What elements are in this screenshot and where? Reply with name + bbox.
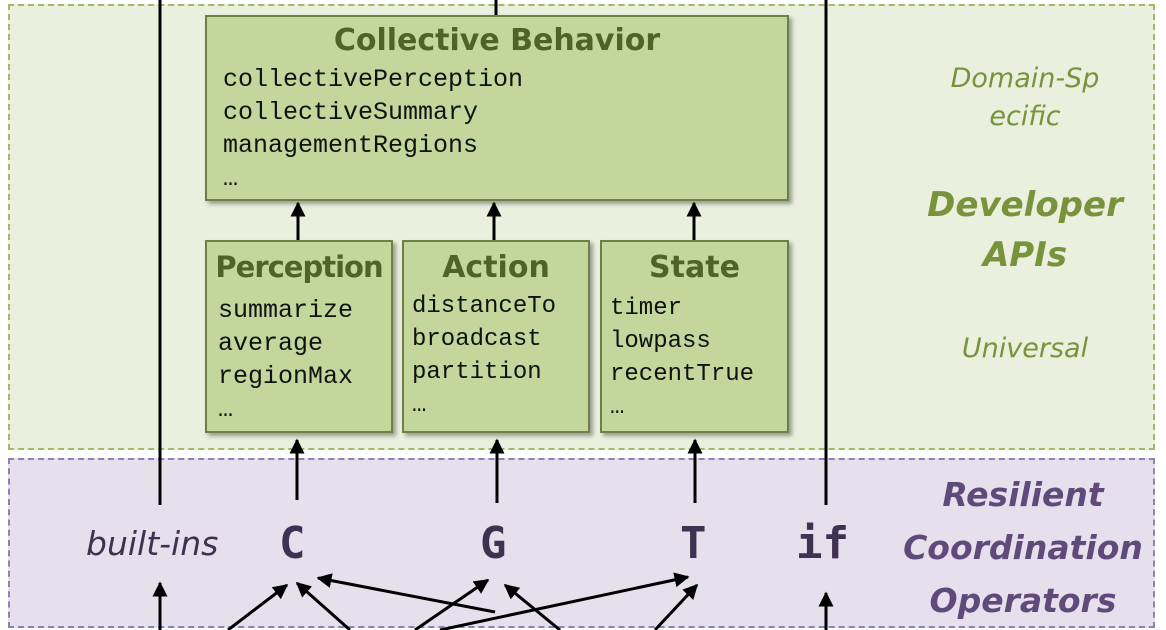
perception-list: summarize average regionMax … [218, 294, 353, 426]
list-item: … [412, 392, 427, 419]
developer-apis-title: Developer APIs [927, 185, 1123, 275]
arrow-into-g-right [503, 583, 561, 630]
domain-specific-label: Domain-Specific [930, 60, 1120, 136]
domain-specific-text: Domain-Specific [950, 63, 1100, 132]
perception-box: Perception summarize average regionMax … [205, 240, 393, 433]
list-item: … [610, 394, 625, 421]
arrow-into-t-short [653, 583, 699, 630]
arrow-into-t-long [439, 572, 690, 630]
action-box: Action distanceTo broadcast partition … [402, 240, 590, 433]
list-item: partition [412, 359, 542, 386]
collective-behavior-title: Collective Behavior [333, 23, 661, 58]
arrow-g-to-c [316, 573, 496, 614]
operator-c: C [279, 518, 306, 569]
list-item: summarize [218, 296, 354, 325]
list-item: regionMax [218, 362, 354, 391]
list-item: recentTrue [610, 361, 755, 388]
list-item: lowpass [610, 328, 711, 355]
builtins-label: built-ins [86, 524, 219, 563]
operators-layer-title: Resilient Coordination Operators [903, 475, 1143, 620]
state-title: State [649, 250, 740, 285]
list-item: average [218, 329, 324, 358]
list-item: managementRegions [223, 131, 479, 160]
action-title: Action [442, 250, 550, 285]
arrow-into-c-left [227, 583, 289, 630]
list-item: collectiveSummary [223, 98, 479, 127]
collective-behavior-box: Collective Behavior collectivePerception… [205, 15, 789, 201]
perception-title: Perception [215, 250, 383, 284]
list-item: timer [610, 295, 683, 322]
list-item: broadcast [412, 326, 542, 353]
operator-t: T [680, 518, 707, 569]
action-list: distanceTo broadcast partition … [412, 290, 556, 422]
list-item: … [223, 164, 239, 193]
arrow-into-c-right [295, 581, 351, 630]
state-list: timer lowpass recentTrue … [610, 292, 754, 424]
universal-label: Universal [961, 333, 1089, 364]
list-item: … [218, 395, 234, 424]
list-item: distanceTo [412, 293, 557, 320]
state-box: State timer lowpass recentTrue … [600, 240, 789, 433]
list-item: collectivePerception [223, 65, 524, 94]
operator-g: G [480, 518, 507, 569]
operator-if: if [796, 518, 849, 569]
collective-behavior-list: collectivePerception collectiveSummary m… [223, 63, 523, 195]
